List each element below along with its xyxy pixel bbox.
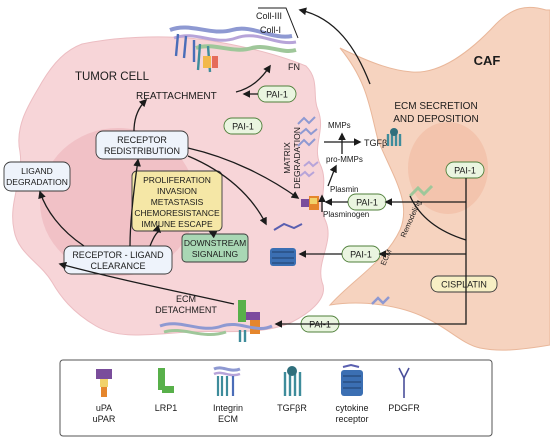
svg-text:INVASION: INVASION xyxy=(157,186,197,196)
ecm-fiber-bundle xyxy=(169,25,297,73)
pdgfr-icon xyxy=(398,367,410,398)
ecm-detachment-line2: DETACHMENT xyxy=(155,305,217,315)
ecm-secretion-line1: ECM SECRETION xyxy=(394,101,477,112)
svg-text:PROLIFERATION: PROLIFERATION xyxy=(143,175,211,185)
legend-label-lrp1: LRP1 xyxy=(155,403,178,413)
svg-text:LIGAND: LIGAND xyxy=(21,166,53,176)
tgfb-label: TGFβ xyxy=(364,138,387,148)
svg-text:PAI-1: PAI-1 xyxy=(350,250,372,260)
svg-text:DOWNSTREAM: DOWNSTREAM xyxy=(184,238,246,248)
upa-upar-on-tumor xyxy=(301,196,319,210)
downstream-signaling-box: DOWNSTREAM SIGNALING xyxy=(181,233,249,263)
pai1-pill-top: PAI-1 xyxy=(257,85,297,103)
cytokine-receptor-icon xyxy=(341,363,363,396)
tumor-cell-label: TUMOR CELL xyxy=(75,71,150,83)
svg-text:REDISTRIBUTION: REDISTRIBUTION xyxy=(104,146,180,156)
secreted-ecm-fiber xyxy=(371,184,434,305)
tgfbr-icon xyxy=(283,366,302,396)
mmps-label: MMPs xyxy=(328,121,351,130)
svg-text:SIGNALING: SIGNALING xyxy=(192,249,238,259)
legend-label-tgfbr: TGFβR xyxy=(277,403,307,413)
legend-label-receptor: receptor xyxy=(335,414,368,424)
upa-upar-icon xyxy=(96,369,112,397)
ligand-degradation-box: LIGAND DEGRADATION xyxy=(3,161,71,192)
plasmin-label: Plasmin xyxy=(330,185,358,194)
matrix-degradation-label: MATRIX DEGRADATION xyxy=(282,127,302,189)
ecm-secretion-line2: AND DEPOSITION xyxy=(393,114,479,125)
svg-text:PAI-1: PAI-1 xyxy=(232,122,254,132)
tumor-nucleus xyxy=(40,128,196,276)
coll-iii-label: Coll-III xyxy=(256,11,282,21)
legend-label-integrin: Integrin xyxy=(213,403,243,413)
reattachment-label: REATTACHMENT xyxy=(136,91,217,102)
pai1-pill-mid: PAI-1 xyxy=(223,117,263,135)
coll-i-label: Coll-I xyxy=(260,25,281,35)
svg-text:PAI-1: PAI-1 xyxy=(356,198,378,208)
svg-text:CISPLATIN: CISPLATIN xyxy=(441,280,487,290)
pai1-pill-caf: PAI-1 xyxy=(445,161,485,179)
legend-label-pdgfr: PDGFR xyxy=(388,403,420,413)
integrin-ecm-icon xyxy=(213,366,241,396)
svg-text:CLEARANCE: CLEARANCE xyxy=(90,261,145,271)
ecm-bracket xyxy=(258,7,299,39)
legend-label-ecm: ECM xyxy=(218,414,238,424)
pro-mmps-label: pro-MMPs xyxy=(326,155,363,164)
svg-text:DEGRADATION: DEGRADATION xyxy=(292,127,302,189)
legend-label-upa: uPA xyxy=(96,403,112,413)
svg-text:RECEPTOR: RECEPTOR xyxy=(117,135,167,145)
receptor-redistribution-box: RECEPTOR REDISTRIBUTION xyxy=(95,130,189,160)
svg-text:PAI-1: PAI-1 xyxy=(454,166,476,176)
cisplatin-box: CISPLATIN xyxy=(430,275,498,293)
legend-label-cytokine: cytokine xyxy=(335,403,368,413)
legend: uPA uPAR LRP1 Integrin ECM TGFβR cytokin… xyxy=(59,359,493,437)
tgfbr-on-caf xyxy=(386,128,402,146)
pai1-pill-plasminogen: PAI-1 xyxy=(347,193,387,211)
svg-text:IMMUNE ESCAPE: IMMUNE ESCAPE xyxy=(141,219,213,229)
pai1-pill-signaling: PAI-1 xyxy=(341,245,381,263)
legend-label-upar: uPAR xyxy=(93,414,116,424)
detached-ecm-fiber xyxy=(159,322,273,337)
svg-text:DEGRADATION: DEGRADATION xyxy=(6,177,68,187)
ecm-detachment-line1: ECM xyxy=(176,294,196,304)
svg-text:CHEMORESISTANCE: CHEMORESISTANCE xyxy=(134,208,220,218)
outcomes-box: PROLIFERATION INVASION METASTASIS CHEMOR… xyxy=(131,170,223,232)
svg-text:PAI-1: PAI-1 xyxy=(266,90,288,100)
degraded-matrix-fragments xyxy=(297,116,319,178)
plasminogen-label: Plasminogen xyxy=(323,210,369,219)
lrp1-icon xyxy=(158,368,174,393)
pathway-arrows xyxy=(38,7,467,328)
caf-label: CAF xyxy=(474,53,501,68)
receptor-ligand-clearance-box: RECEPTOR - LIGAND CLEARANCE xyxy=(63,245,173,275)
legend-panel xyxy=(59,359,493,437)
svg-text:METASTASIS: METASTASIS xyxy=(151,197,204,207)
svg-text:MATRIX: MATRIX xyxy=(282,142,292,174)
fn-label: FN xyxy=(288,62,300,72)
svg-text:RECEPTOR - LIGAND: RECEPTOR - LIGAND xyxy=(72,250,164,260)
